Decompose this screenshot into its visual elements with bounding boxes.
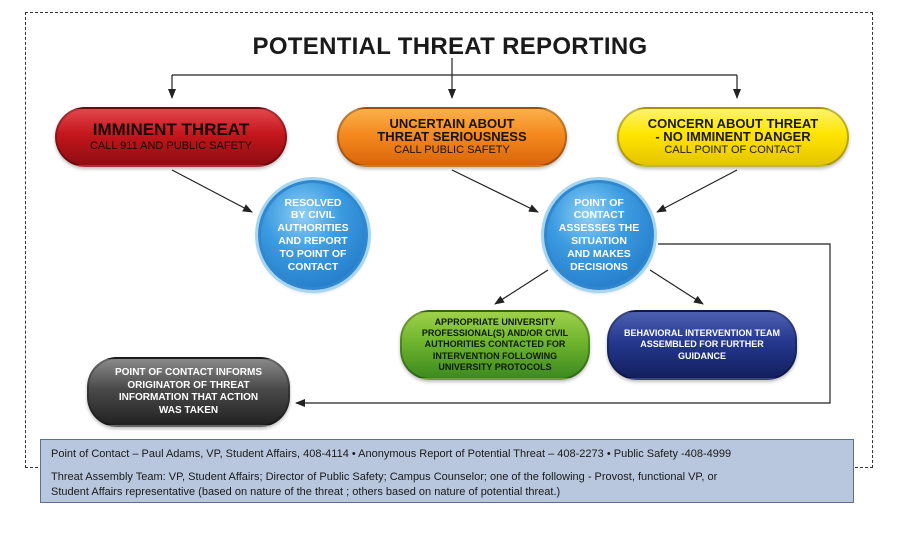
arrow-uncertain-to-assess [451,169,539,213]
arrow-concern-to-assess [656,169,738,213]
professional-line-4: INTERVENTION FOLLOWING [432,350,558,361]
professional-line-3: AUTHORITIES CONTACTED FOR [424,339,566,350]
imminent-threat-subtext: CALL 911 AND PUBLIC SAFETY [89,139,252,152]
resolved-line-6: CONTACT [287,260,339,273]
university-professionals-box: APPROPRIATE UNIVERSITY PROFESSIONAL(S) A… [400,310,590,380]
arrow-assess-to-professional [494,269,549,305]
professional-line-1: APPROPRIATE UNIVERSITY [434,316,556,327]
assess-line-5: AND MAKES [567,247,631,260]
professional-line-2: PROFESSIONAL(S) AND/OR CIVIL [421,328,569,339]
resolved-line-5: TO POINT OF [279,247,347,260]
informs-line-4: WAS TAKEN [158,404,219,416]
assess-line-3: ASSESSES THE [558,222,640,235]
concern-heading-line2: - NO IMMINENT DANGER [655,128,811,144]
behavioral-intervention-box: BEHAVIORAL INTERVENTION TEAM ASSEMBLED F… [607,310,797,380]
informs-line-1: POINT OF CONTACT INFORMS [114,367,263,378]
resolved-line-2: BY CIVIL [290,209,336,222]
resolved-line-3: AUTHORITIES [277,222,349,235]
assess-line-4: SITUATION [571,235,627,247]
concern-heading-line1: CONCERN ABOUT THREAT [647,115,819,131]
resolved-line-4: AND REPORT [278,235,348,247]
informs-line-2: ORIGINATOR OF THREAT [127,379,250,391]
point-of-contact-assesses-circle: POINT OF CONTACT ASSESSES THE SITUATION … [544,180,654,290]
arrow-assess-to-informs [295,243,831,407]
uncertain-subtext: CALL PUBLIC SAFETY [394,144,510,157]
imminent-threat-heading: IMMINENT THREAT [92,120,250,140]
assess-line-2: CONTACT [573,209,625,222]
imminent-threat-box: IMMINENT THREAT CALL 911 AND PUBLIC SAFE… [55,107,287,167]
contact-info-panel: Point of Contact – Paul Adams, VP, Stude… [40,439,854,503]
contact-info-line: Point of Contact – Paul Adams, VP, Stude… [51,448,732,460]
point-of-contact-informs-box: POINT OF CONTACT INFORMS ORIGINATOR OF T… [87,357,290,427]
informs-line-3: INFORMATION THAT ACTION [118,392,259,403]
threat-assembly-team-line-2: Student Affairs representative (based on… [51,485,561,498]
arrow-imminent-to-resolved [171,169,253,213]
concern-threat-box: CONCERN ABOUT THREAT - NO IMMINENT DANGE… [617,107,849,167]
resolved-by-civil-authorities-circle: RESOLVED BY CIVIL AUTHORITIES AND REPORT… [258,180,368,290]
uncertain-threat-box: UNCERTAIN ABOUT THREAT SERIOUSNESS CALL … [337,107,567,167]
professional-line-5: UNIVERSITY PROTOCOLS [438,361,552,372]
assess-line-1: POINT OF [574,196,624,209]
diagram-title: POTENTIAL THREAT REPORTING [252,33,648,60]
arrow-assess-to-behavioral [649,269,704,305]
uncertain-heading-line2: THREAT SERIOUSNESS [377,128,527,144]
behavioral-line-1: BEHAVIORAL INTERVENTION TEAM [623,328,780,339]
behavioral-line-2: ASSEMBLED FOR FURTHER GUIDANCE [640,339,764,361]
resolved-line-1: RESOLVED [284,196,342,209]
threat-assembly-team-line-1: Threat Assembly Team: VP, Student Affair… [51,470,718,483]
uncertain-heading-line1: UNCERTAIN ABOUT [389,115,515,131]
assess-line-6: DECISIONS [570,260,628,273]
concern-subtext: CALL POINT OF CONTACT [664,144,802,157]
